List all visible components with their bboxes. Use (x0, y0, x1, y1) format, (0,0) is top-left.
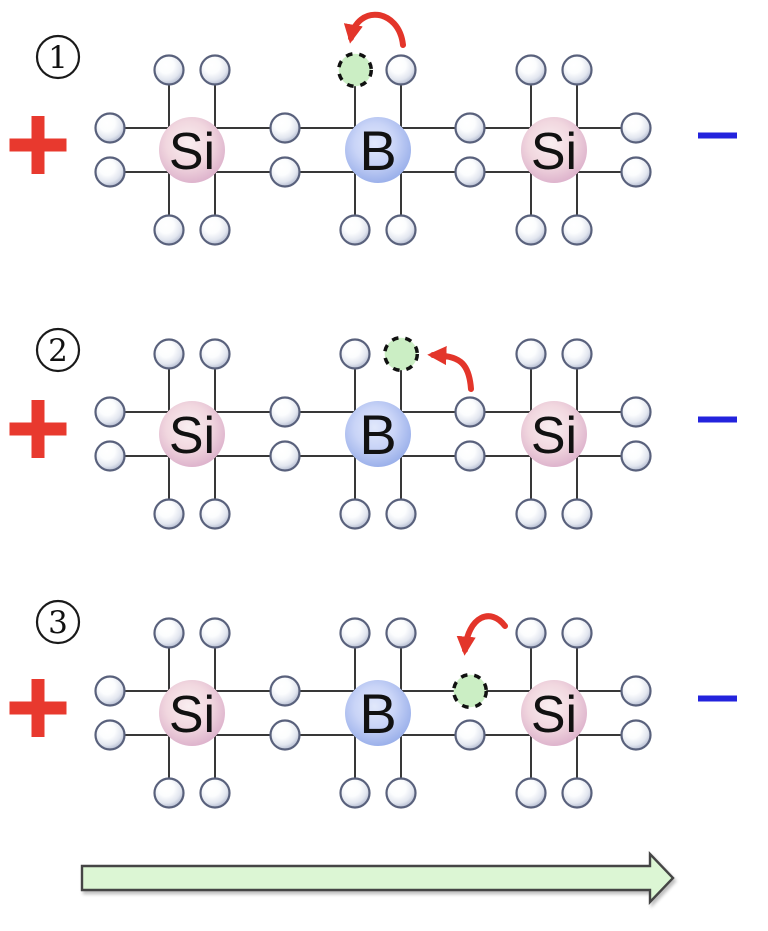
electron (94, 675, 126, 707)
electron (94, 440, 126, 472)
electron (515, 617, 547, 649)
silicon-atom (521, 401, 587, 467)
electron (515, 777, 547, 809)
electron (269, 396, 301, 428)
electron (454, 156, 486, 188)
silicon-atom (159, 117, 225, 183)
boron-atom (345, 680, 411, 746)
electron (339, 777, 371, 809)
electron (153, 338, 185, 370)
electron-jump-arrow (456, 613, 508, 656)
panel-step-3: Si B Si 3 (9, 599, 737, 809)
silicon-atom (521, 117, 587, 183)
electron (153, 54, 185, 86)
silicon-atom (159, 401, 225, 467)
electron (199, 214, 231, 246)
hole-motion-direction-arrow (80, 851, 675, 905)
atom-symbol: Si (531, 123, 577, 181)
electron (269, 440, 301, 472)
electron (339, 498, 371, 530)
step-number-circle (35, 327, 81, 373)
electron-jump-arrow (427, 345, 474, 392)
plus-terminal (9, 679, 67, 737)
electron (153, 617, 185, 649)
electron (454, 112, 486, 144)
electron (385, 54, 417, 86)
electron (620, 440, 652, 472)
plus-terminal (9, 400, 67, 458)
electron (561, 617, 593, 649)
electron (561, 214, 593, 246)
electron (385, 498, 417, 530)
atom-symbol: B (359, 403, 396, 466)
electron (339, 214, 371, 246)
electron (454, 440, 486, 472)
electron (269, 156, 301, 188)
electron (269, 675, 301, 707)
electron (199, 338, 231, 370)
electron (515, 54, 547, 86)
electron (94, 156, 126, 188)
electron (385, 617, 417, 649)
electron (199, 777, 231, 809)
electron (94, 396, 126, 428)
atom-symbol: Si (531, 686, 577, 744)
step-number: 1 (48, 40, 68, 76)
panel-step-2: Si B Si 2 (9, 327, 737, 530)
electron (94, 719, 126, 751)
step-number-circle (35, 34, 81, 80)
electron (269, 719, 301, 751)
electron (385, 777, 417, 809)
plus-terminal (9, 116, 67, 174)
hole (382, 335, 420, 373)
electron (561, 338, 593, 370)
atom-symbol: Si (169, 686, 215, 744)
electron (153, 498, 185, 530)
electron (94, 112, 126, 144)
electron (199, 617, 231, 649)
electron (620, 396, 652, 428)
atom-symbol: Si (531, 407, 577, 465)
step-number-circle (35, 599, 81, 645)
electron (515, 498, 547, 530)
electron (454, 719, 486, 751)
electron (199, 498, 231, 530)
boron-atom (345, 117, 411, 183)
electron (561, 54, 593, 86)
electron (153, 214, 185, 246)
silicon-atom (521, 680, 587, 746)
electron (561, 777, 593, 809)
electron (620, 675, 652, 707)
electron (269, 112, 301, 144)
electron (153, 777, 185, 809)
electron (454, 396, 486, 428)
atom-symbol: B (359, 119, 396, 182)
electron (385, 214, 417, 246)
boron-atom (345, 401, 411, 467)
electron (620, 719, 652, 751)
electron (339, 617, 371, 649)
electron (620, 156, 652, 188)
hole (451, 672, 489, 710)
electron (515, 214, 547, 246)
atom-symbol: B (359, 682, 396, 745)
silicon-atom (159, 680, 225, 746)
electron (515, 338, 547, 370)
step-number: 2 (48, 333, 68, 369)
panel-step-1: Si B Si 1 (9, 11, 737, 246)
atom-symbol: Si (169, 123, 215, 181)
hole (336, 51, 374, 89)
electron (199, 54, 231, 86)
electron (561, 498, 593, 530)
electron (339, 338, 371, 370)
atom-symbol: Si (169, 407, 215, 465)
electron (620, 112, 652, 144)
electron-jump-arrow (343, 11, 406, 48)
step-number: 3 (48, 605, 68, 641)
